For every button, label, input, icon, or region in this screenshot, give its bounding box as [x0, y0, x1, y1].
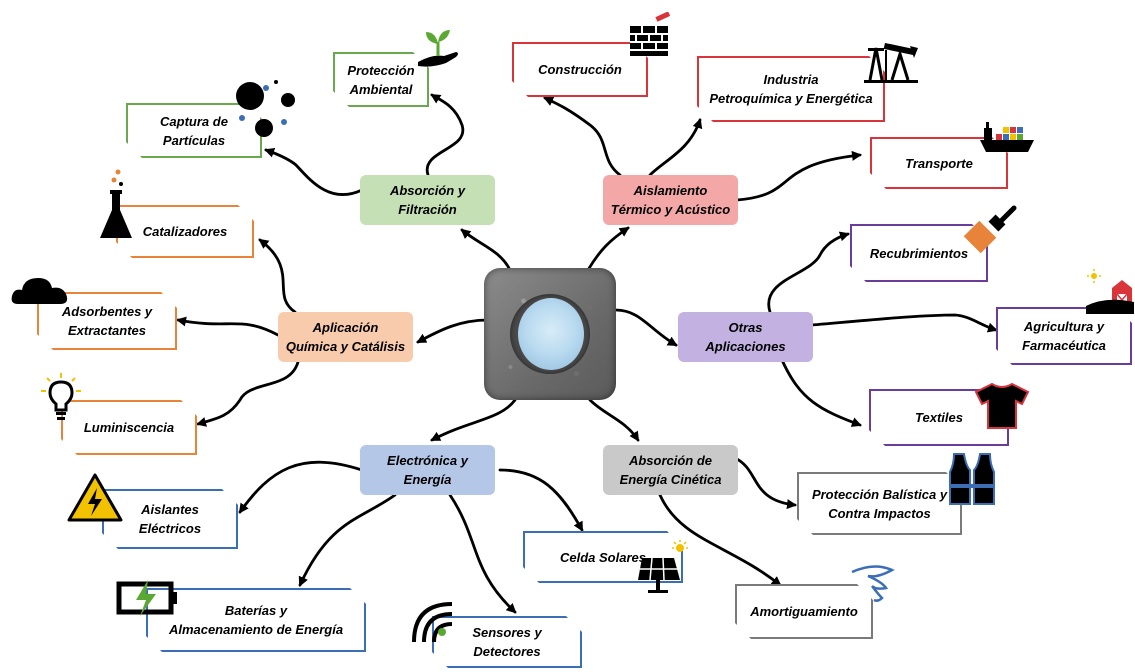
app-agricultura-farmaceutica: Agricultura y Farmacéutica [996, 307, 1132, 365]
app-proteccion-ambiental: Protección Ambiental [333, 52, 429, 107]
center-lens [518, 298, 584, 370]
connector-textiles [780, 358, 862, 427]
category-absorcion-filtracion: Absorción y Filtración [360, 175, 495, 225]
app-proteccion-balistica: Protección Balística y Contra Impactos [797, 472, 962, 535]
connector-recubrimientos [767, 231, 850, 314]
connector-center-quimica [416, 318, 490, 344]
connector-center-electronica [430, 398, 517, 442]
connector-baterias [298, 493, 397, 587]
category-otras-aplicaciones: Otras Aplicaciones [678, 312, 813, 362]
connector-sensores [448, 493, 517, 614]
barn-sun-icon [1086, 269, 1134, 314]
connector-amortiguamiento [658, 493, 782, 587]
battery-icon [116, 580, 177, 616]
flask-icon [100, 169, 132, 238]
connector-center-otras [614, 308, 678, 347]
connector-construccion [543, 96, 622, 177]
app-aislantes-electricos: Aislantes Eléctricos [102, 489, 238, 549]
connector-industria [648, 118, 703, 177]
connector-center-aislamiento [586, 226, 630, 272]
category-energia-cinetica: Absorción de Energía Cinética [603, 445, 738, 495]
center-aerogel-image [484, 268, 616, 400]
app-industria-petroquimica: Industria Petroquímica y Energética [697, 56, 885, 122]
connector-luminiscencia [196, 360, 300, 427]
high-voltage-icon [67, 473, 123, 522]
solar-panel-icon [638, 540, 688, 593]
connector-aislantes [238, 460, 364, 514]
app-sensores-detectores: Sensores y Detectores [432, 616, 582, 668]
connector-celda [498, 468, 584, 532]
cargo-ship-icon [980, 122, 1034, 152]
wireless-signal-icon [412, 602, 453, 643]
category-electronica-energia: Electrónica y Energía [360, 445, 495, 495]
connector-captura [264, 147, 364, 196]
app-catalizadores: Catalizadores [116, 205, 254, 258]
category-quimica-catalisis: Aplicación Química y Catálisis [278, 312, 413, 362]
app-amortiguamiento: Amortiguamiento [735, 584, 873, 639]
vest-icon [949, 453, 995, 505]
bricks-icon [630, 12, 671, 56]
connector-proteccion-ambiental [425, 93, 465, 177]
connector-center-absorcion [460, 228, 512, 272]
app-luminiscencia: Luminiscencia [61, 400, 197, 455]
connector-agricultura [810, 313, 998, 333]
oil-pump-icon [864, 42, 918, 83]
light-bulb-icon [41, 373, 81, 420]
app-captura-particulas: Captura de Partículas [126, 103, 262, 158]
connector-adsorbentes [176, 316, 280, 337]
connector-balistica [733, 456, 797, 510]
app-construccion: Construcción [512, 42, 648, 97]
particles-icon [236, 80, 295, 137]
spring-icon [851, 565, 895, 602]
paint-brush-icon [963, 205, 1017, 254]
app-baterias-almacenamiento: Baterías y Almacenamiento de Energía [146, 588, 366, 652]
plant-hand-icon [418, 30, 458, 67]
app-recubrimientos: Recubrimientos [850, 224, 988, 282]
category-aislamiento: Aislamiento Térmico y Acústico [603, 175, 738, 225]
connector-transporte [735, 150, 862, 202]
cloud-icon [11, 278, 68, 304]
tshirt-icon [974, 382, 1030, 429]
connector-center-cinetica [588, 398, 640, 442]
connector-catalizadores [258, 238, 297, 314]
